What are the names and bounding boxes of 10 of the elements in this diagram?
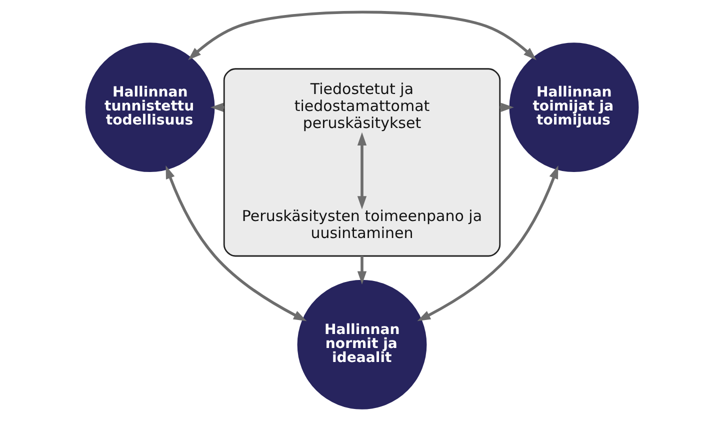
node-text: Tiedostetut ja tiedostamattomat peruskäsitykset (294, 80, 430, 132)
arrow (165, 166, 306, 322)
node-circle: Hallinnan toimijat ja toimijuus (508, 42, 638, 172)
arrow (356, 132, 366, 210)
node-text: Peruskäsitysten toimeenpano ja uusintaminen (241, 207, 482, 242)
arrow (188, 10, 536, 60)
arrow (416, 166, 558, 322)
node-circle: Hallinnan normit ja ideaalit (296, 280, 426, 410)
node-circle: Hallinnan tunnistettu todellisuus (84, 42, 214, 172)
arrow (356, 256, 366, 284)
